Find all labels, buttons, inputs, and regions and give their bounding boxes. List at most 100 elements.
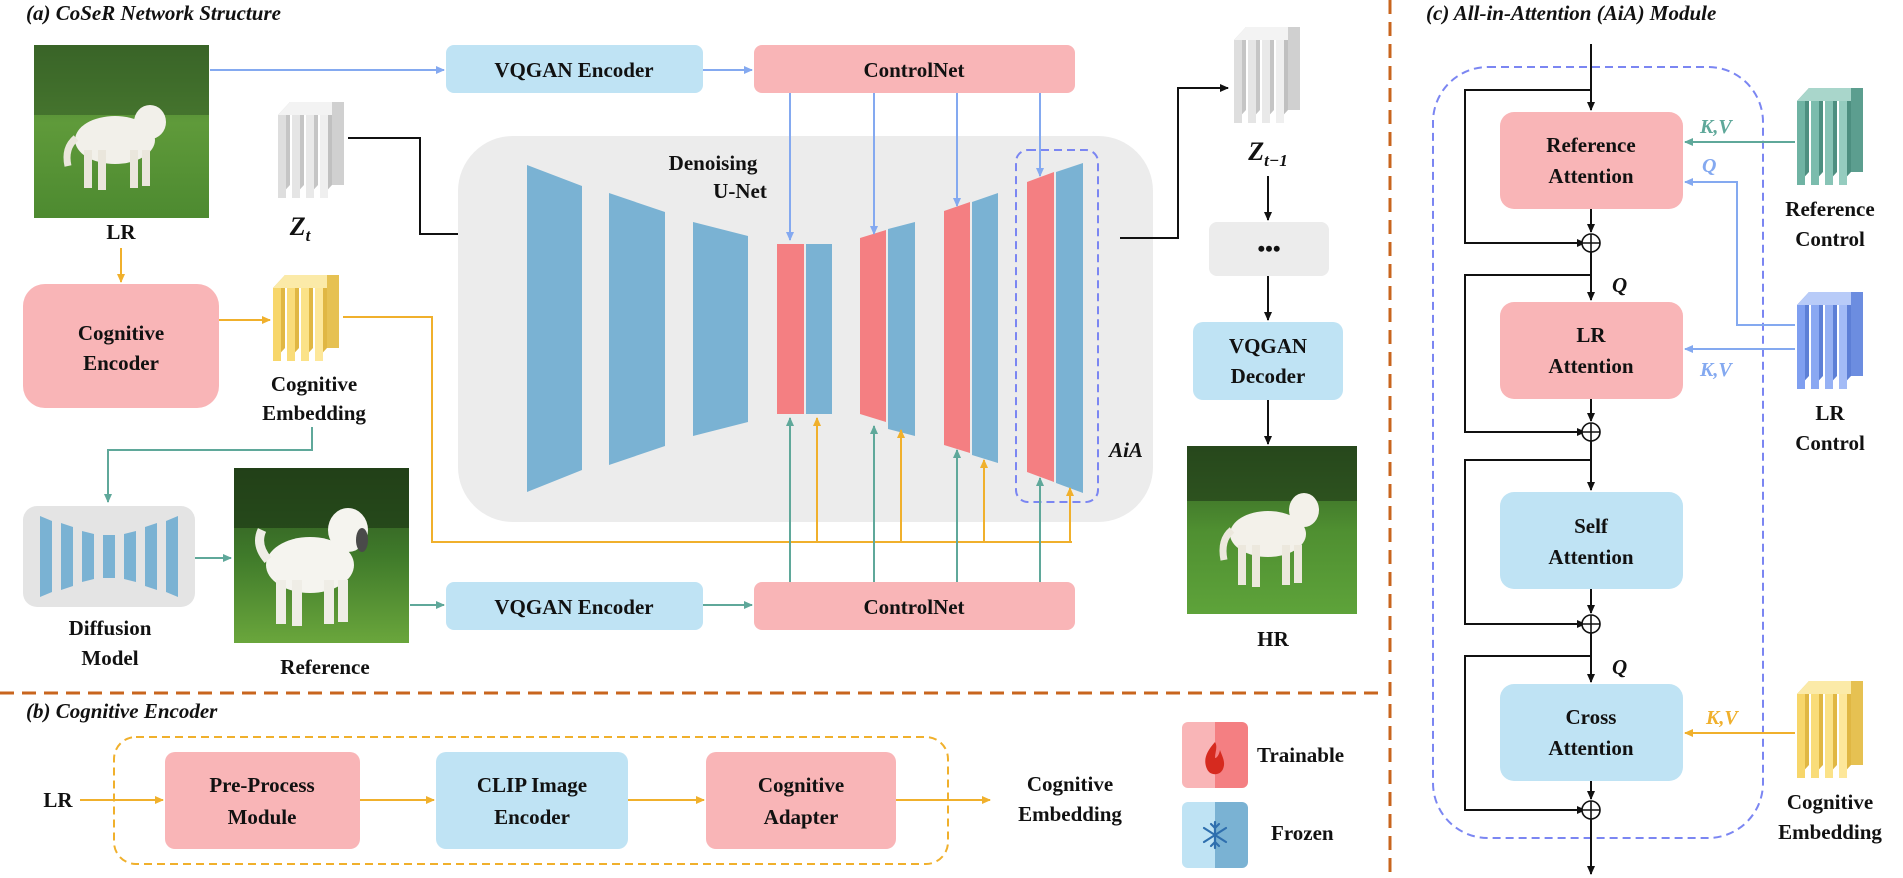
kv-lr-label: K,V — [1699, 359, 1733, 381]
panel-b-title: (b) Cognitive Encoder — [26, 699, 218, 723]
skip-path-2 — [1464, 252, 1592, 436]
panel-b-output-label-2: Embedding — [1018, 802, 1122, 826]
unet-encoder-block-1 — [527, 165, 582, 492]
adapter-label-1: Cognitive — [758, 773, 844, 797]
vqgan-encoder-bottom-label: VQGAN Encoder — [494, 595, 653, 619]
q-label-1: Q — [1612, 273, 1627, 297]
reference-label: Reference — [280, 655, 369, 679]
skip-path-3 — [1464, 441, 1592, 628]
unet-decoder-blue-1 — [888, 222, 915, 436]
snowflake-icon — [1202, 820, 1228, 850]
ref-control-label-2: Control — [1795, 227, 1865, 251]
unet-mid-blue — [806, 244, 832, 414]
aia-module-dashed-box — [1432, 66, 1764, 839]
unet-label-1: Denoising — [669, 151, 758, 175]
lr-attention-box — [1500, 302, 1683, 399]
cross-attn-label-2: Attention — [1548, 736, 1633, 760]
cognitive-embedding-c-icon — [1797, 681, 1863, 778]
unet-decoder-red-2 — [944, 202, 970, 453]
reference-attention-box — [1500, 112, 1683, 209]
vqgan-encoder-top — [446, 45, 703, 93]
lr-label: LR — [106, 220, 136, 244]
unet-encoder-block-3 — [693, 222, 748, 436]
cognitive-embedding-label-2: Embedding — [262, 401, 366, 425]
reference-control-icon — [1797, 88, 1863, 185]
flame-icon — [1205, 742, 1225, 775]
cognitive-encoder-label-2: Encoder — [83, 351, 159, 375]
clip-label-1: CLIP Image — [477, 773, 587, 797]
legend-trainable-label: Trainable — [1257, 743, 1344, 767]
vqgan-encoder-top-label: VQGAN Encoder — [494, 58, 653, 82]
cognitive-embedding-icon — [273, 275, 339, 361]
lr-control-icon — [1797, 292, 1863, 389]
diffusion-model-icon — [40, 516, 178, 597]
lr-image — [34, 45, 209, 218]
unet-mid-red — [777, 244, 804, 414]
vqgan-encoder-bottom — [446, 582, 703, 630]
cog-emb-c-label-2: Embedding — [1778, 820, 1882, 844]
preprocess-label-1: Pre-Process — [209, 773, 314, 797]
arrow-lrcontrol-q — [1684, 178, 1795, 326]
lr-control-label-1: LR — [1815, 401, 1845, 425]
cognitive-encoder-label-1: Cognitive — [78, 321, 164, 345]
self-attn-label-2: Attention — [1548, 545, 1633, 569]
vqgan-decoder-label-1: VQGAN — [1229, 334, 1307, 358]
ref-control-label-1: Reference — [1785, 197, 1874, 221]
ref-attn-label-1: Reference — [1546, 133, 1635, 157]
unet-decoder-blue-2 — [972, 193, 998, 463]
zt-label: Zt — [289, 212, 312, 245]
adapter-label-2: Adapter — [764, 805, 839, 829]
preprocess-label-2: Module — [228, 805, 297, 829]
zt-latent-icon — [278, 102, 344, 198]
panel-b-output-label-1: Cognitive — [1027, 772, 1113, 796]
lr-attn-label-2: Attention — [1548, 354, 1633, 378]
zt1-latent-icon — [1234, 27, 1300, 123]
unet-encoder-block-2 — [609, 193, 665, 465]
self-attn-label-1: Self — [1574, 514, 1609, 538]
panel-a-title: (a) CoSeR Network Structure — [26, 1, 281, 25]
vqgan-decoder-label-2: Decoder — [1231, 364, 1306, 388]
clip-label-2: Encoder — [494, 805, 570, 829]
orange-bus-line — [343, 316, 1072, 543]
clip-image-encoder-box — [436, 752, 628, 849]
cognitive-encoder-box — [23, 284, 219, 408]
skip-path-1 — [1464, 44, 1592, 247]
hr-label: HR — [1257, 627, 1289, 651]
hr-image — [1187, 446, 1357, 614]
controlnet-top — [754, 45, 1075, 93]
ref-attn-label-2: Attention — [1548, 164, 1633, 188]
controlnet-top-label: ControlNet — [863, 58, 964, 82]
vqgan-decoder — [1193, 322, 1343, 400]
cross-attention-box — [1500, 684, 1683, 781]
controlnet-bottom-label: ControlNet — [863, 595, 964, 619]
preprocess-module-box — [165, 752, 360, 849]
cog-emb-c-label-1: Cognitive — [1787, 790, 1873, 814]
ellipsis-box — [1209, 222, 1329, 276]
diffusion-model-label-2: Model — [81, 646, 138, 670]
aia-dashed-box — [1015, 149, 1099, 503]
diffusion-model-label-1: Diffusion — [69, 616, 152, 640]
lr-control-label-2: Control — [1795, 431, 1865, 455]
unet-decoder-blue-3 — [1056, 163, 1083, 493]
arrow-embedding-to-diffusion — [104, 427, 313, 503]
panel-b-lr-label: LR — [43, 788, 73, 812]
panel-c-title: (c) All-in-Attention (AiA) Module — [1426, 1, 1716, 25]
ellipsis-label: ••• — [1257, 236, 1280, 261]
cognitive-embedding-label-1: Cognitive — [271, 372, 357, 396]
kv-cross-label: K,V — [1705, 707, 1739, 729]
arrow-unet-to-zt1 — [1120, 84, 1229, 239]
controlnet-bottom — [754, 582, 1075, 630]
q-label-2: Q — [1612, 655, 1627, 679]
self-attention-box — [1500, 492, 1683, 589]
cross-attn-label-1: Cross — [1566, 705, 1617, 729]
aia-label: AiA — [1107, 438, 1143, 462]
skip-path-4 — [1464, 633, 1592, 814]
lr-attn-label-1: LR — [1576, 323, 1606, 347]
arrow-zt-to-unet — [348, 137, 489, 238]
kv-ref-label: K,V — [1699, 116, 1733, 138]
reference-image — [234, 468, 409, 643]
zt1-label: Zt−1 — [1247, 137, 1287, 170]
q-ref-label: Q — [1702, 155, 1716, 177]
